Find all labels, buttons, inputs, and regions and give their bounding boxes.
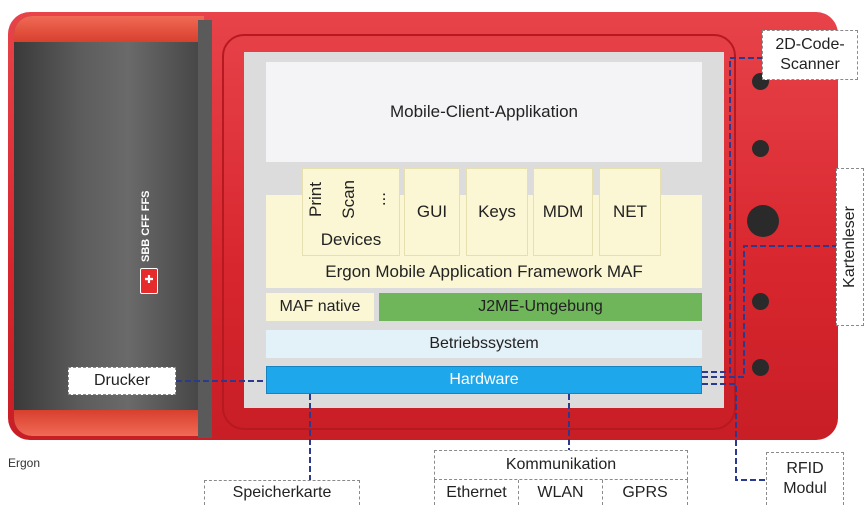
grip-bottom-cap (14, 410, 204, 436)
kommunikation-wlan: WLAN (519, 480, 603, 505)
os-layer: Betriebssystem (266, 330, 702, 358)
device-button-2 (752, 140, 769, 157)
callout-speicherkarte: Speicherkarte (204, 480, 360, 505)
module-net: NET (599, 168, 661, 256)
module-gui: GUI (404, 168, 460, 256)
module-mdm: MDM (533, 168, 593, 256)
j2me-layer: J2ME-Umgebung (379, 293, 702, 321)
device-grip (14, 16, 204, 436)
callout-drucker: Drucker (68, 367, 176, 395)
devices-label: Devices (320, 230, 382, 249)
callout-kommunikation-title: Kommunikation (434, 450, 688, 480)
kommunikation-gprs: GPRS (622, 483, 668, 501)
device-button-4 (752, 359, 769, 376)
hardware-layer: Hardware (266, 366, 702, 394)
kommunikation-ethernet: Ethernet (435, 480, 519, 505)
callout-rfid-modul: RFID Modul (766, 452, 844, 505)
device-main-button (747, 205, 779, 237)
maf-native-layer: MAF native (266, 293, 374, 321)
devices-group (302, 168, 400, 256)
kommunikation-items: Ethernet WLAN GPRS (434, 480, 688, 505)
device-hinge (198, 20, 212, 438)
module-keys: Keys (466, 168, 528, 256)
swiss-cross-icon: ✚ (140, 268, 158, 294)
screen-bezel (222, 34, 736, 430)
callout-kartenleser: Kartenleser (836, 168, 864, 326)
ergon-brand: Ergon (8, 456, 41, 470)
device-button-3 (752, 293, 769, 310)
framework-label: Ergon Mobile Application Framework MAF (325, 262, 643, 281)
callout-2d-code-scanner: 2D-Code- Scanner (762, 30, 858, 80)
sbb-logo: ✚ SBB CFF FFS (140, 150, 158, 295)
grip-top-cap (14, 16, 204, 42)
mobile-client-app-layer: Mobile-Client-Applikation (266, 62, 702, 162)
